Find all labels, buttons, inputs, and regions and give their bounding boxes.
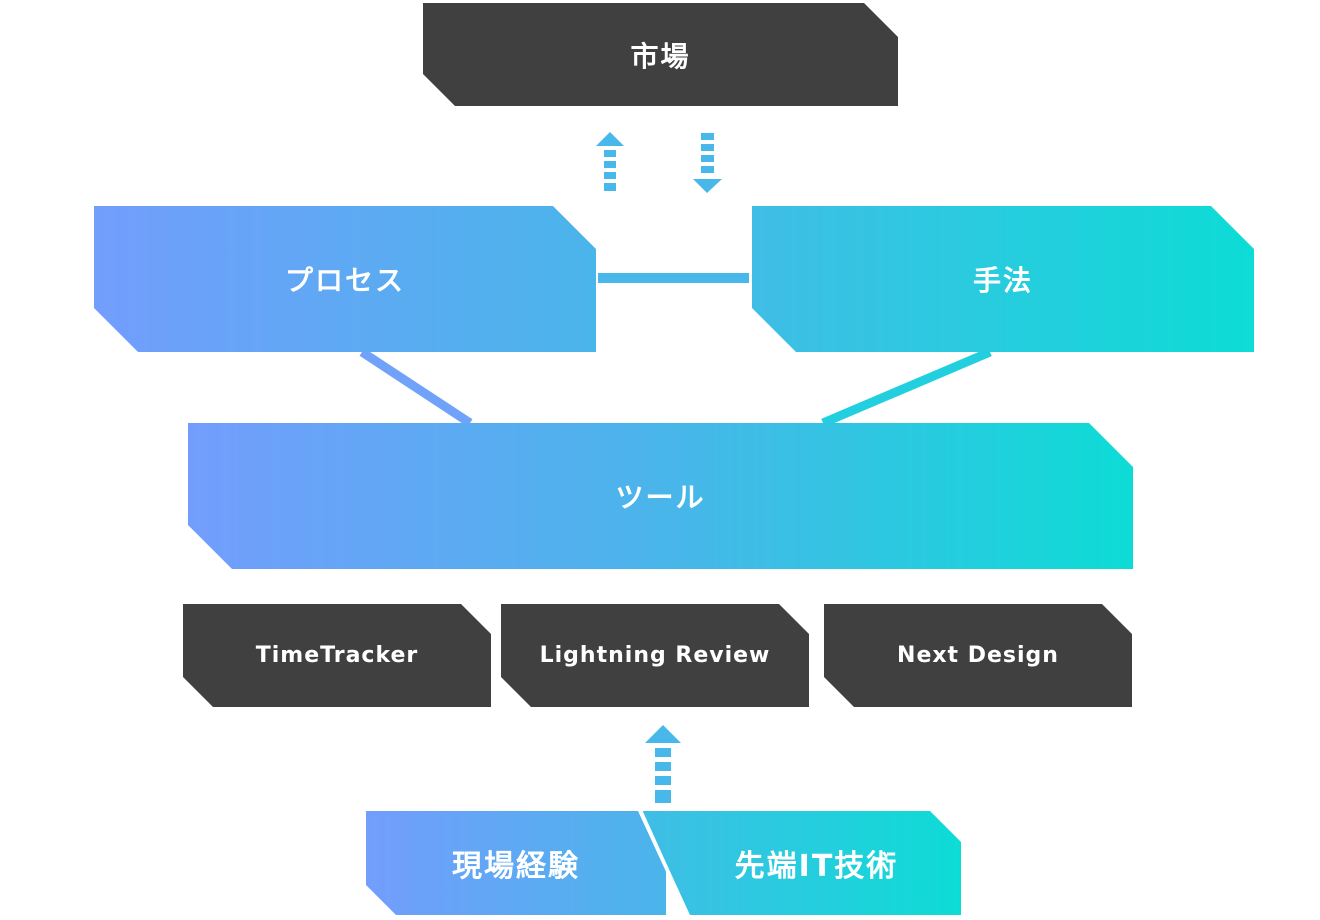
- foundation-left-label: 現場経験: [452, 849, 580, 884]
- product-label: Next Design: [897, 643, 1059, 668]
- product-label: TimeTracker: [255, 643, 419, 668]
- foundation-left-segment: 現場経験: [366, 811, 666, 915]
- product-label: Lightning Review: [539, 643, 771, 668]
- dashed-arrow-up-icon: [596, 132, 624, 191]
- method-tool-connector: [821, 347, 992, 428]
- tool-box: ツール: [188, 423, 1133, 569]
- process-tool-connector: [359, 348, 473, 427]
- product-box-next-design: Next Design: [824, 604, 1132, 707]
- product-box-timetracker: TimeTracker: [183, 604, 491, 707]
- market-box: 市場: [423, 3, 898, 106]
- foundation-divider: [639, 810, 690, 916]
- method-label: 手法: [972, 264, 1033, 297]
- dashed-arrow-down-icon: [693, 133, 722, 193]
- foundation-box: 現場経験 先端IT技術: [366, 811, 961, 915]
- method-box: 手法: [752, 206, 1254, 352]
- tool-label: ツール: [615, 481, 706, 514]
- process-method-connector: [598, 273, 749, 283]
- market-label: 市場: [630, 39, 691, 73]
- foundation-right-label: 先端IT技術: [734, 849, 899, 884]
- process-label: プロセス: [284, 264, 405, 297]
- product-box-lightning-review: Lightning Review: [501, 604, 809, 707]
- foundation-right-segment: 先端IT技術: [642, 811, 961, 915]
- dashed-arrow-up-icon: [645, 725, 681, 803]
- process-box: プロセス: [94, 206, 596, 352]
